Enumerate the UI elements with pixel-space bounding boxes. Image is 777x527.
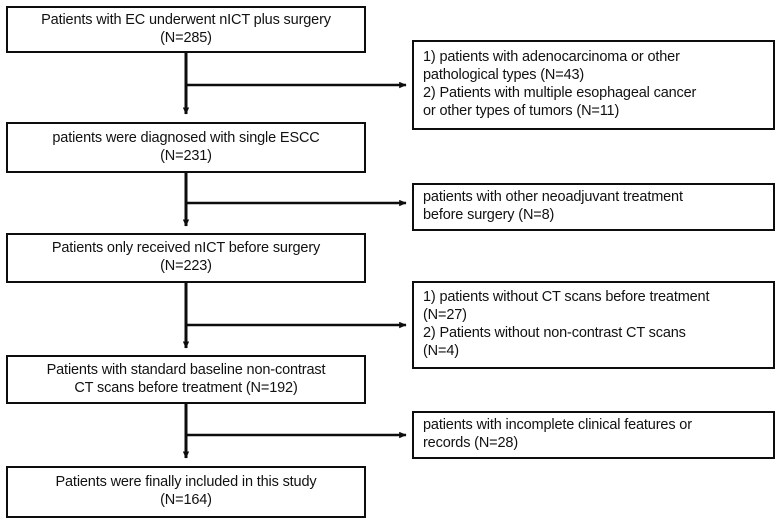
node-final-cohort: Patients were finally included in this s…	[6, 466, 366, 518]
exclusion-incomplete-records-label: patients with incomplete clinical featur…	[423, 417, 692, 451]
exclusion-ct-scans-label: 1) patients without CT scans before trea…	[423, 289, 710, 359]
node-nict-only-label: Patients only received nICT before surge…	[51, 240, 321, 274]
exclusion-incomplete-records: patients with incomplete clinical featur…	[412, 411, 775, 459]
node-single-escc: patients were diagnosed with single ESCC…	[6, 122, 366, 173]
exclusion-other-neoadjuvant: patients with other neoadjuvant treatmen…	[412, 183, 775, 231]
exclusion-ct-scans: 1) patients without CT scans before trea…	[412, 281, 775, 369]
node-baseline-ct: Patients with standard baseline non-cont…	[6, 355, 366, 404]
exclusion-other-neoadjuvant-label: patients with other neoadjuvant treatmen…	[423, 189, 683, 223]
node-enrolled-label: Patients with EC underwent nICT plus sur…	[41, 11, 331, 46]
node-final-cohort-label: Patients were finally included in this s…	[55, 474, 317, 508]
node-baseline-ct-label: Patients with standard baseline non-cont…	[46, 361, 326, 396]
node-nict-only: Patients only received nICT before surge…	[6, 233, 366, 283]
node-single-escc-label: patients were diagnosed with single ESCC…	[52, 129, 320, 164]
exclusion-pathology: 1) patients with adenocarcinoma or other…	[412, 40, 775, 130]
exclusion-pathology-label: 1) patients with adenocarcinoma or other…	[423, 49, 697, 119]
node-enrolled: Patients with EC underwent nICT plus sur…	[6, 6, 366, 53]
